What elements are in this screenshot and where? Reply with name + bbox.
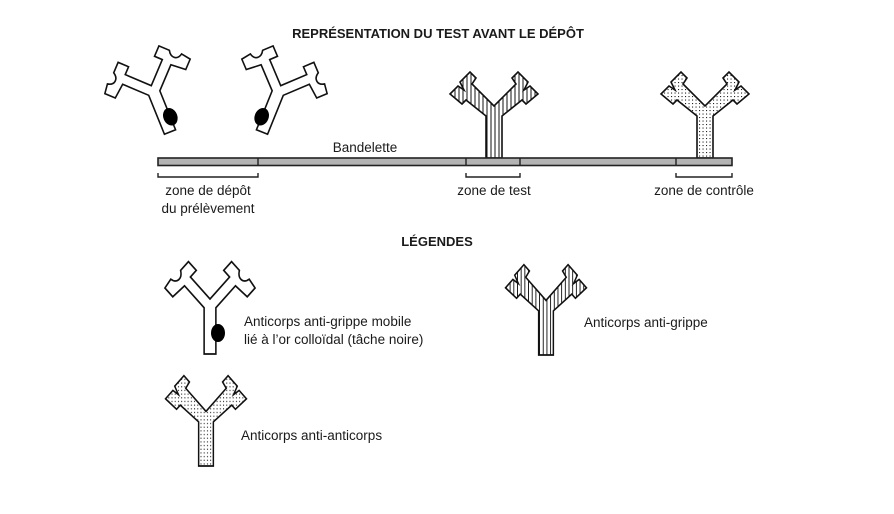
test-strip [157,157,733,167]
mobile-antibody-1 [95,36,214,151]
zone-bracket-controle [675,173,733,178]
zone-label-test: zone de test [457,183,531,198]
legend-item-mobile: Anticorps anti-grippe mobile lié à l’or … [164,260,423,355]
diagram-title: REPRÉSENTATION DU TEST AVANT LE DÉPÔT [292,26,584,41]
test-zone-antibody [449,71,539,159]
legend-title: LÉGENDES [401,234,473,249]
zone-bracket-depot [157,173,259,178]
zone-label-controle: zone de contrôle [654,183,754,198]
strip-body [157,157,733,167]
control-zone-antibody [660,71,750,159]
zone-bracket-test [465,173,521,178]
legend-item-anti-grippe: Anticorps anti-grippe [504,263,708,356]
strip-label: Bandelette [333,140,398,155]
legend-label-anti-anticorps: Anticorps anti-anticorps [241,428,382,443]
legend-item-anti-anticorps: Anticorps anti-anticorps [164,374,382,467]
legend-label-mobile-line1: Anticorps anti-grippe mobile [244,314,411,329]
gold-particle-icon [254,108,269,126]
antibody-dotted-icon [164,374,248,467]
gold-particle-icon [163,108,178,126]
antibody-gold-labeled-icon [164,260,256,355]
antibody-striped-icon [504,263,588,356]
zone-label-depot-line1: zone de dépôt [165,183,251,198]
zone-label-depot-line2: du prélèvement [161,201,254,216]
legend-label-anti-grippe: Anticorps anti-grippe [584,315,708,330]
mobile-antibody-2 [218,36,337,151]
legend-label-mobile-line2: lié à l’or colloïdal (tâche noire) [244,332,423,347]
